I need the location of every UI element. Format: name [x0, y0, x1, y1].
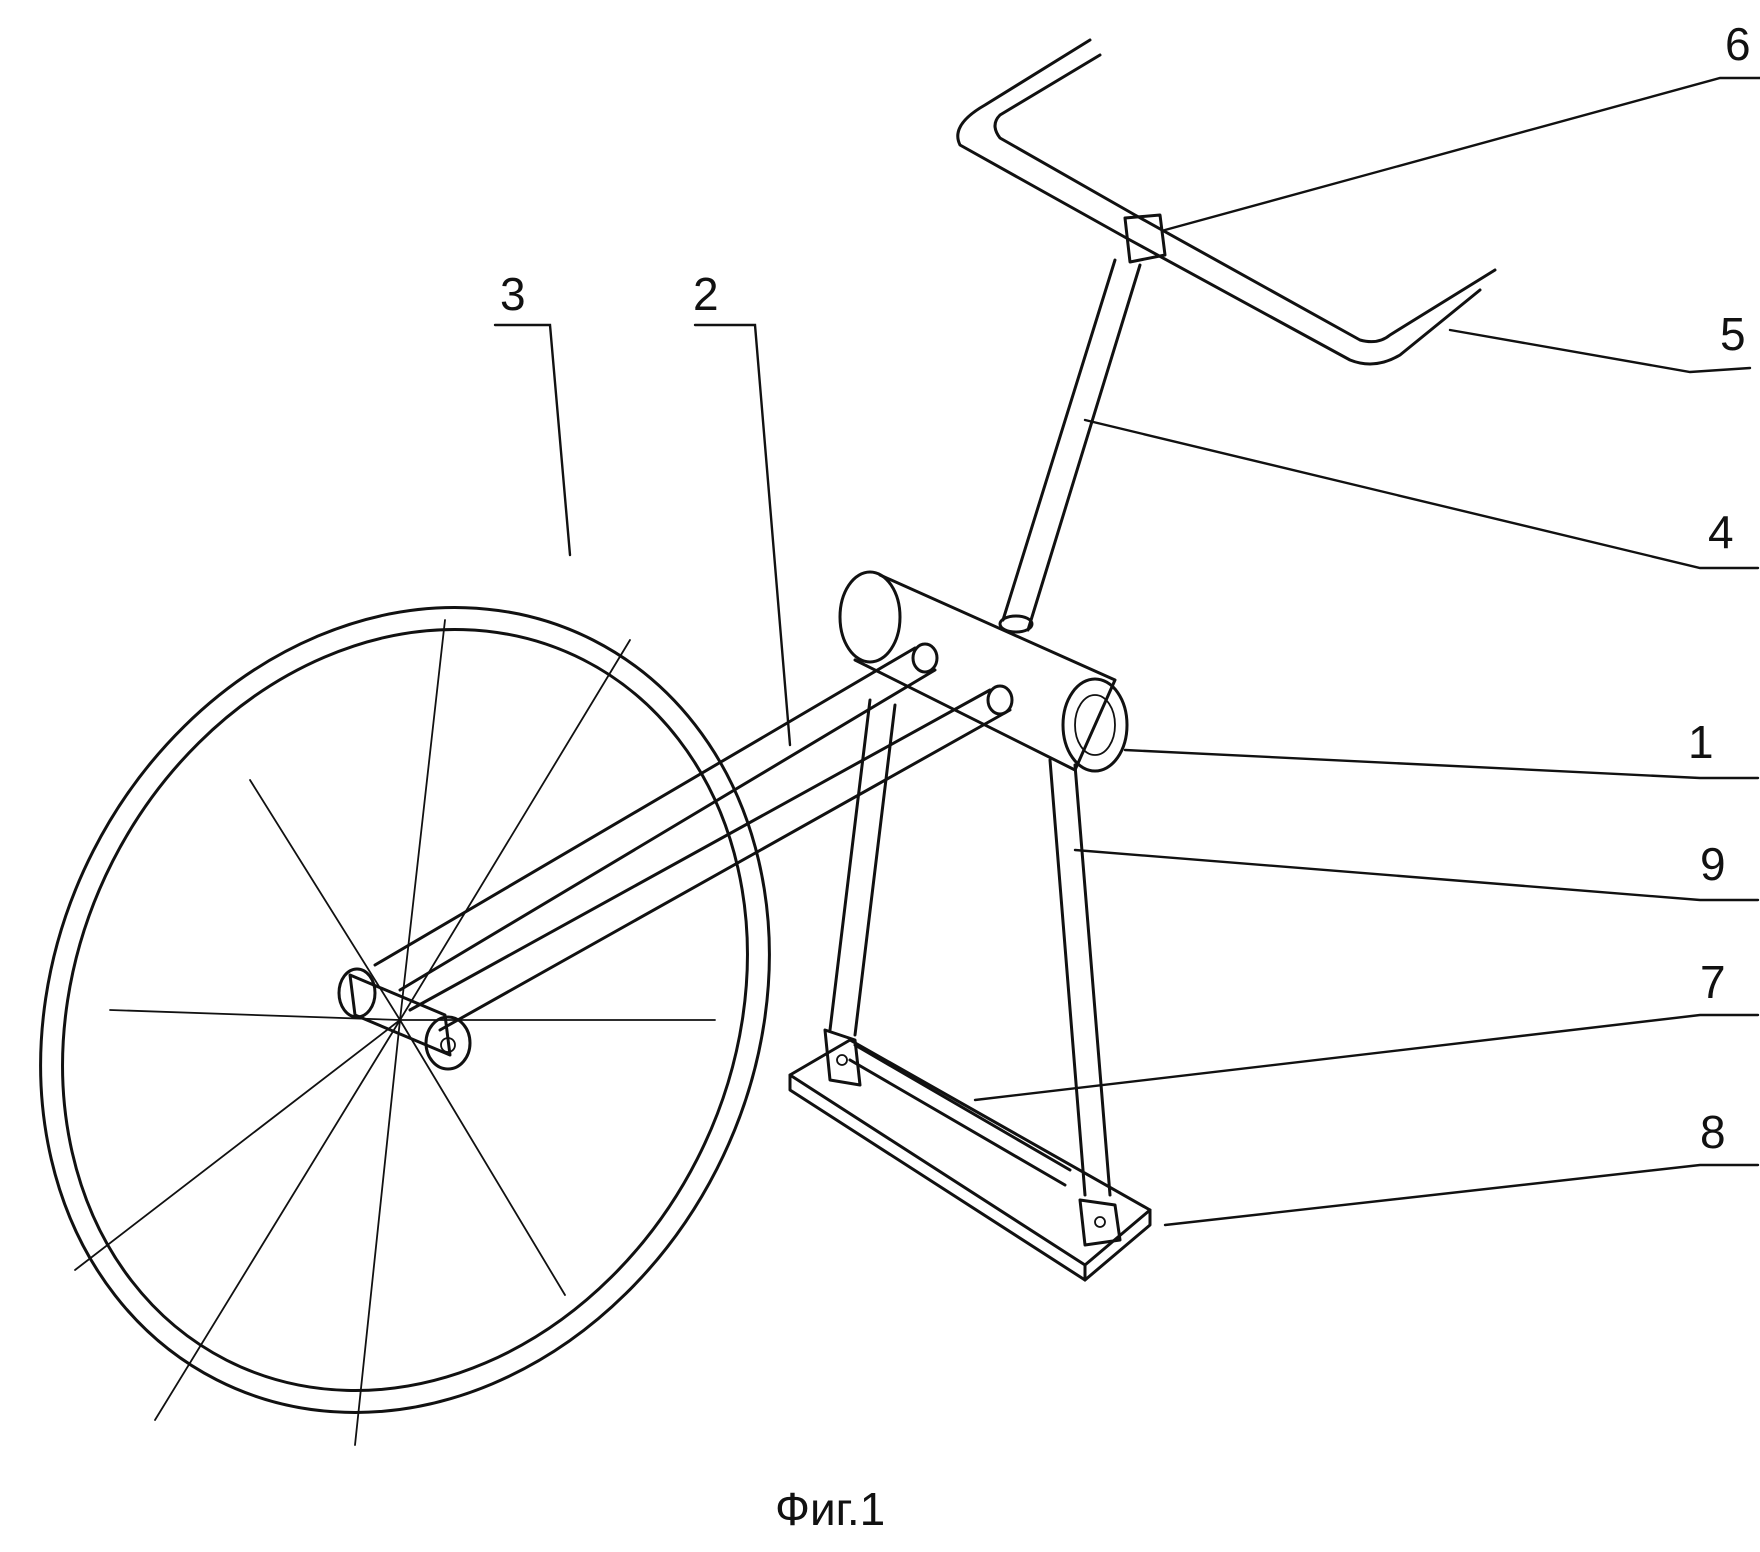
- handlebar-clamp: [1123, 213, 1167, 264]
- leader-3: [493, 323, 572, 557]
- base-rail: [848, 1043, 1072, 1187]
- leader-1: [1123, 748, 1760, 780]
- steering-post: [998, 258, 1142, 634]
- leg-brackets: [823, 1028, 1122, 1247]
- leader-9: [1073, 848, 1760, 902]
- callout-2: 2: [693, 268, 719, 320]
- callout-5: 5: [1720, 308, 1746, 360]
- leader-7: [973, 1013, 1760, 1102]
- callout-9: 9: [1700, 838, 1726, 890]
- frame-cylinder: [838, 570, 1129, 773]
- callout-6: 6: [1725, 18, 1751, 70]
- fork-tubes: [373, 642, 1014, 1032]
- callout-numbers: 1 2 3 4 5 6 7 8 9: [500, 18, 1751, 1158]
- leader-lines: [493, 76, 1760, 1227]
- leader-5: [1448, 328, 1752, 374]
- callout-1: 1: [1688, 716, 1714, 768]
- wheel-spokes: [74, 619, 716, 1446]
- callout-8: 8: [1700, 1106, 1726, 1158]
- wheel-hub: [337, 967, 472, 1071]
- callout-4: 4: [1708, 506, 1734, 558]
- leader-2: [693, 323, 792, 747]
- base-plate: [788, 1028, 1152, 1282]
- wheel: [39, 606, 771, 1446]
- handlebar: [956, 38, 1497, 366]
- figure-caption: Фиг.1: [775, 1483, 885, 1535]
- leader-4: [1083, 418, 1760, 570]
- callout-3: 3: [500, 268, 526, 320]
- callout-7: 7: [1700, 956, 1726, 1008]
- leader-8: [1163, 1163, 1760, 1227]
- leader-6: [1163, 76, 1760, 232]
- support-legs: [828, 698, 1112, 1197]
